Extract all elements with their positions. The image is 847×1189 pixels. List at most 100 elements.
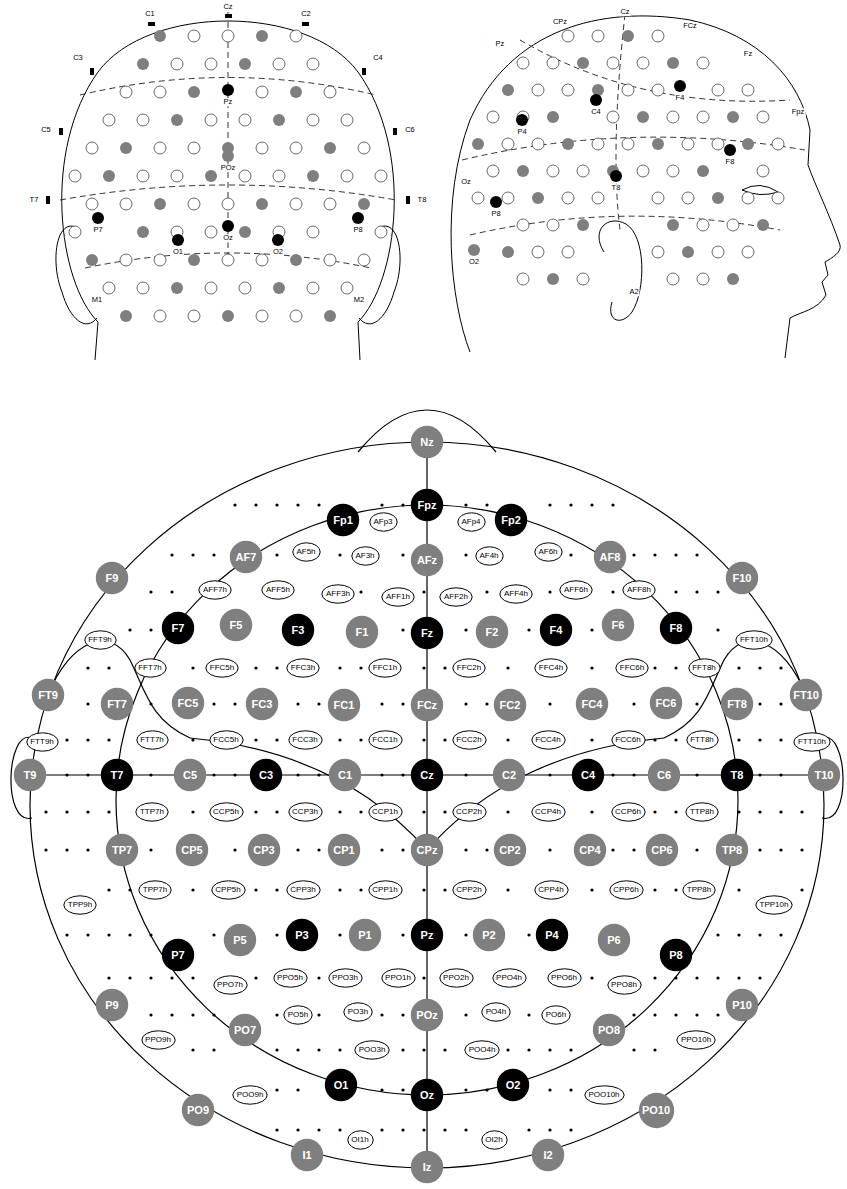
ten-five-electrode: FCC2h [452, 730, 487, 750]
grid-dot [674, 976, 677, 979]
view-electrode [324, 310, 336, 322]
electrode-name: F8 [670, 623, 683, 634]
electrode-name: CPP5h [215, 886, 240, 894]
electrode-shape [481, 1131, 506, 1149]
grid-dot [170, 1013, 173, 1016]
electrode-shape [531, 731, 564, 749]
electrode-shape [492, 969, 525, 987]
view-electrode [239, 114, 251, 126]
electrode-shape [292, 543, 319, 561]
grid-dot [359, 590, 362, 593]
view-electrode [547, 219, 559, 231]
electrode-label: T8 [611, 184, 622, 192]
electrode-label: C6 [404, 126, 416, 134]
electrode-shape [172, 687, 204, 719]
grid-dot [674, 810, 677, 813]
view-electrode [273, 282, 285, 294]
ten-five-electrode: AFF3h [321, 584, 355, 604]
view-electrode [205, 114, 217, 126]
electrode-shape [598, 924, 630, 956]
ten-five-electrode: TPP9h [63, 895, 97, 915]
electrode-shape [457, 513, 484, 531]
electrode-name: P10 [732, 1000, 752, 1011]
electrode-name: PO5h [288, 1011, 308, 1019]
ten-ten-electrode: T9 [13, 758, 47, 792]
view-electrode [341, 170, 353, 182]
grid-dot [401, 503, 404, 506]
electrode-name: CCP3h [292, 808, 318, 816]
electrode-label: POz [220, 164, 237, 172]
view-electrode [341, 282, 353, 294]
electrode-shape [531, 803, 564, 821]
electrode-shape [229, 1014, 261, 1046]
grid-dot [254, 738, 257, 741]
electrode-shape [726, 562, 758, 594]
view-electrode [517, 273, 529, 285]
electrode-label: F4 [675, 94, 686, 102]
ten-twenty-electrode: P3 [285, 918, 319, 952]
view-electrode [727, 273, 739, 285]
ten-ten-electrode: P6 [597, 923, 631, 957]
view-electrode [712, 192, 724, 204]
grid-dot [296, 773, 299, 776]
grid-dot [527, 1048, 530, 1051]
electrode-shape [329, 759, 361, 791]
electrode-name: AFF6h [564, 586, 588, 594]
electrode-name: PPO8h [611, 981, 637, 989]
grid-dot [296, 503, 299, 506]
ten-twenty-electrode: P8 [659, 938, 693, 972]
electrode-name: PPO2h [443, 974, 469, 982]
grid-dot [107, 933, 110, 936]
view-electrode [341, 114, 353, 126]
electrode-name: CPP6h [613, 886, 638, 894]
grid-dot [485, 1088, 488, 1091]
view-electrode [652, 192, 664, 204]
ten-ten-electrode: CPz [410, 833, 444, 867]
view-electrode [472, 138, 484, 150]
electrode-shape [96, 562, 128, 594]
grid-dot [65, 848, 68, 851]
grid-dot [296, 1088, 299, 1091]
grid-dot [632, 848, 635, 851]
electrode-shape [282, 614, 314, 646]
view-electrode [652, 138, 664, 150]
electrode-name: P4 [545, 930, 558, 941]
grid-dot [569, 1088, 572, 1091]
view-electrode [324, 142, 336, 154]
view-electrode [637, 165, 649, 177]
grid-dot [548, 848, 551, 851]
electrode-shape [411, 1079, 443, 1111]
electrode-name: F9 [106, 573, 119, 584]
electrode-shape [368, 731, 401, 749]
view-electrode [532, 84, 544, 96]
electrode-label: C1 [144, 10, 156, 18]
electrode-name: C2 [502, 770, 516, 781]
grid-dot [359, 666, 362, 669]
ten-five-electrode: CCP5h [209, 802, 244, 822]
view-electrode [205, 58, 217, 70]
grid-dot [653, 810, 656, 813]
electrode-shape [716, 834, 748, 866]
grid-dot [506, 1048, 509, 1051]
grid-dot [611, 590, 614, 593]
view-electrode [222, 220, 234, 232]
electrode-shape [136, 803, 168, 821]
grid-dot [338, 738, 341, 741]
electrode-label: FCz [682, 22, 698, 30]
grid-dot [464, 1013, 467, 1016]
electrode-name: FFC3h [291, 664, 315, 672]
view-electrode [256, 310, 268, 322]
electrode-name: FFC4h [539, 664, 563, 672]
electrode-name: CCP6h [615, 808, 641, 816]
electrode-shape [139, 881, 171, 899]
grid-dot [275, 888, 278, 891]
view-electrode [742, 138, 754, 150]
curve-line [48, 641, 190, 738]
electrode-shape [497, 1069, 529, 1101]
electrode-shape [233, 1086, 267, 1104]
ten-five-electrode: CCP3h [288, 802, 323, 822]
view-electrode [324, 198, 336, 210]
electrode-shape [623, 581, 655, 599]
ten-ten-electrode: C1 [328, 758, 362, 792]
grid-dot [737, 666, 740, 669]
